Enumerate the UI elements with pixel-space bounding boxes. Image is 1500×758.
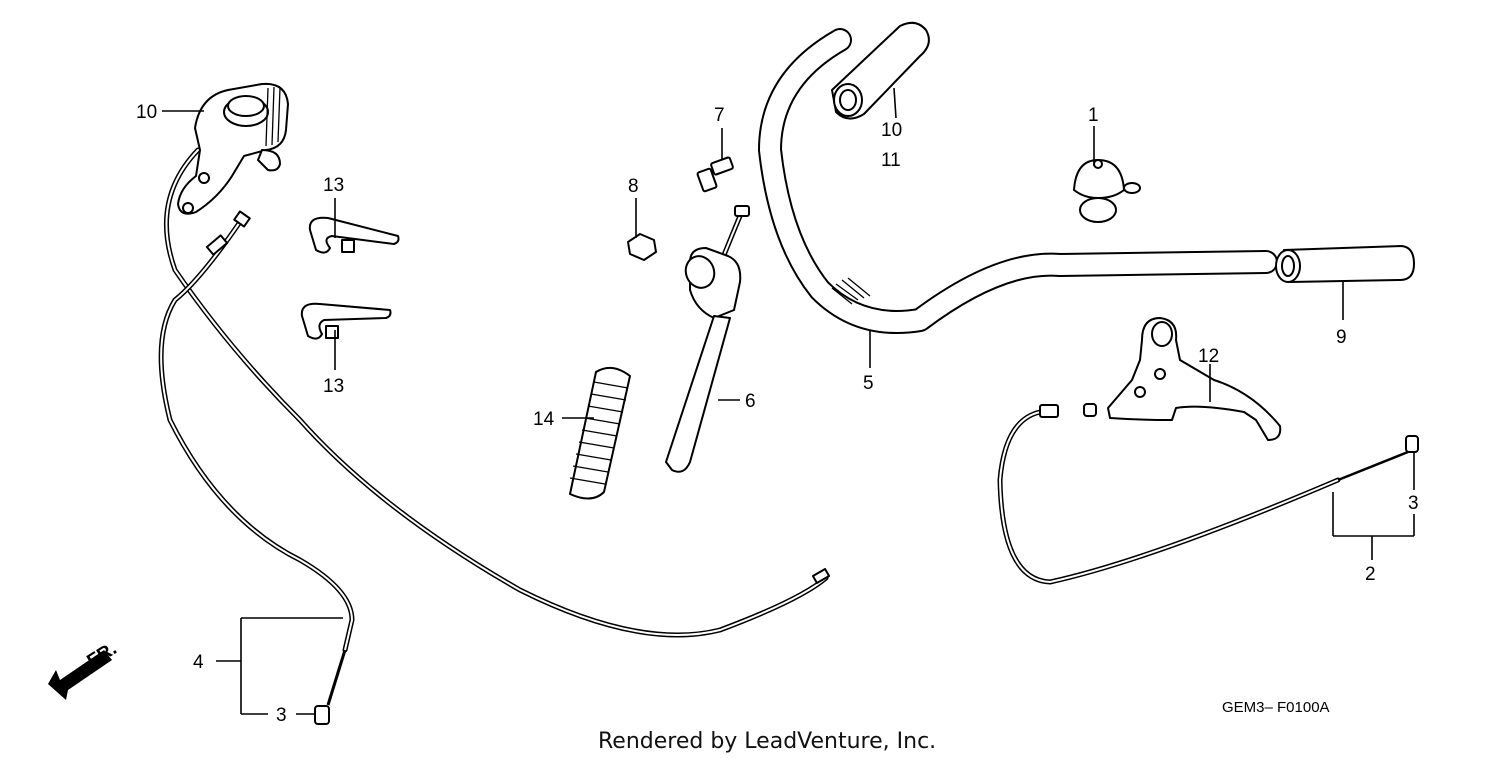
callout-10-throttle: 10 bbox=[136, 102, 157, 123]
callout-3-left: 3 bbox=[276, 705, 287, 726]
throttle-cable[interactable] bbox=[163, 147, 831, 638]
leader-lines bbox=[162, 87, 1415, 715]
callout-13-upper: 13 bbox=[323, 175, 344, 196]
callout-5: 5 bbox=[863, 373, 874, 394]
cable-clamp-lower[interactable] bbox=[300, 302, 392, 340]
cable-clamp-upper[interactable] bbox=[308, 216, 400, 254]
grip-right[interactable] bbox=[1275, 245, 1415, 283]
callout-2: 2 bbox=[1365, 564, 1376, 585]
callout-6: 6 bbox=[745, 391, 756, 412]
callout-8: 8 bbox=[628, 176, 639, 197]
bolt[interactable] bbox=[696, 156, 734, 193]
corrugated-sleeve[interactable] bbox=[569, 366, 631, 500]
callout-4: 4 bbox=[193, 652, 204, 673]
callout-13-lower: 13 bbox=[323, 376, 344, 397]
brake-cable[interactable] bbox=[997, 403, 1409, 585]
callout-1: 1 bbox=[1088, 105, 1099, 126]
callout-3-right: 3 bbox=[1408, 493, 1419, 514]
cable-end-left[interactable] bbox=[314, 705, 330, 725]
callout-7: 7 bbox=[714, 105, 725, 126]
callout-9: 9 bbox=[1336, 327, 1347, 348]
handlebar[interactable] bbox=[758, 28, 1278, 334]
throttle-housing[interactable] bbox=[177, 82, 289, 215]
diagram-code: GEM3– F0100A bbox=[1222, 699, 1330, 716]
cable-end-right[interactable] bbox=[1405, 435, 1419, 453]
lever-arm[interactable] bbox=[665, 205, 750, 473]
choke-cable[interactable] bbox=[158, 210, 355, 706]
nut[interactable] bbox=[627, 233, 657, 261]
front-arrow-icon: FR. bbox=[48, 638, 121, 700]
callout-11: 11 bbox=[881, 150, 901, 171]
grip-upper[interactable] bbox=[831, 21, 930, 120]
bell[interactable] bbox=[1073, 159, 1141, 223]
callout-12: 12 bbox=[1198, 346, 1219, 367]
render-credit: Rendered by LeadVenture, Inc. bbox=[598, 729, 936, 754]
callout-10-grip: 10 bbox=[881, 120, 902, 141]
brake-lever[interactable] bbox=[1107, 317, 1282, 441]
callout-14: 14 bbox=[533, 409, 555, 430]
